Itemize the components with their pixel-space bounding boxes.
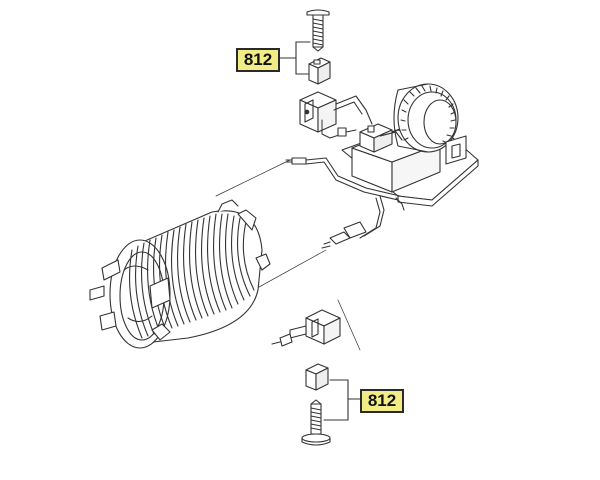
bottom-brush-holder [271, 309, 341, 347]
top-brush-holder [299, 91, 373, 139]
callout-leader-top [277, 41, 311, 75]
wiring-harness [285, 157, 405, 249]
callout-leader-bottom [323, 379, 361, 421]
alignment-lines [215, 159, 361, 351]
bottom-screw [301, 399, 331, 446]
bottom-carbon-brush [305, 363, 329, 391]
part-number-callout-bottom: 812 [360, 389, 404, 413]
part-number-callout-top: 812 [236, 48, 280, 72]
field-coil [89, 199, 271, 349]
top-carbon-brush [308, 57, 331, 85]
fan-assembly [341, 83, 479, 207]
top-screw [306, 9, 330, 52]
